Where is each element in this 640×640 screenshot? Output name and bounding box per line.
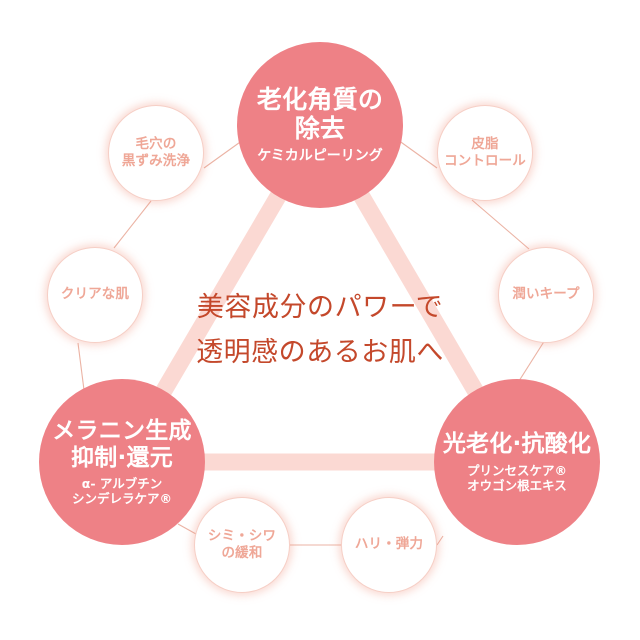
center-message-line2: 透明感のあるお肌へ	[196, 336, 444, 368]
minor-node-firmness-elasticity-line1: ハリ・弾力	[354, 536, 424, 553]
connector-melanin-clear	[77, 342, 85, 391]
minor-node-pore[interactable]: 毛穴の 黒ずみ洗浄	[108, 105, 204, 201]
major-node-melanin-suppression-title-line2: 抑制·還元	[71, 444, 173, 471]
connector-spots-melanin	[177, 523, 197, 535]
minor-node-sebum[interactable]: 皮脂 コントロール	[437, 105, 533, 201]
connector-top-sebum	[397, 139, 438, 169]
major-node-keratin-removal-subtitle-line1: ケミカルピーリング	[257, 148, 383, 165]
minor-node-spots-wrinkles[interactable]: シミ・シワ の緩和	[194, 497, 290, 593]
connector-clear-pore	[113, 200, 152, 249]
major-node-photoaging-antioxidant-subtitle-line2: オウゴン根エキス	[467, 477, 567, 493]
major-node-melanin-suppression-subtitle-line1: α- アルブチン	[81, 476, 163, 492]
minor-node-clear-skin-line1: クリアな肌	[60, 286, 130, 303]
connector-sebum-moist	[471, 199, 530, 250]
major-node-keratin-removal-title-line1: 老化角質の	[256, 85, 384, 115]
minor-node-firmness-elasticity[interactable]: ハリ・弾力	[341, 497, 437, 593]
minor-node-moisture-keep[interactable]: 潤いキープ	[498, 247, 594, 343]
minor-node-moisture-keep-line1: 潤いキープ	[512, 286, 580, 303]
major-node-photoaging-antioxidant-subtitle-line1: プリンセスケア®	[466, 462, 567, 478]
major-node-melanin-suppression-subtitle-line2: シンデレラケア®	[71, 491, 172, 507]
minor-node-pore-line2: 黒ずみ洗浄	[121, 153, 191, 169]
major-node-keratin-removal-title-line2: 除去	[294, 114, 346, 144]
triangle-band-path	[113, 116, 526, 471]
triangle-band	[113, 116, 526, 471]
minor-node-sebum-line1: 皮脂	[471, 135, 499, 152]
minor-node-spots-wrinkles-line1: シミ・シワ	[207, 527, 277, 544]
connector-photoaging-firm	[436, 535, 444, 546]
minor-node-pore-line1: 毛穴の	[135, 135, 177, 152]
major-node-keratin-removal[interactable]: 老化角質の 除去 ケミカルピーリング	[237, 42, 403, 208]
minor-node-clear-skin[interactable]: クリアな肌	[47, 247, 143, 343]
center-message: 美容成分のパワーで 透明感のあるお肌へ	[120, 286, 520, 375]
major-node-melanin-suppression-title-line1: メラニン生成	[52, 417, 192, 444]
major-node-photoaging-antioxidant-title-line1: 光老化·抗酸化	[442, 431, 592, 458]
minor-node-sebum-line2: コントロール	[444, 153, 526, 169]
center-message-line1: 美容成分のパワーで	[196, 292, 444, 323]
minor-node-spots-wrinkles-line2: の緩和	[221, 545, 263, 561]
ring-connectors	[77, 139, 546, 546]
major-node-photoaging-antioxidant[interactable]: 光老化·抗酸化 プリンセスケア® オウゴン根エキス	[434, 379, 600, 545]
major-node-melanin-suppression[interactable]: メラニン生成 抑制·還元 α- アルブチン シンデレラケア®	[39, 379, 205, 545]
connector-pore-top	[203, 139, 244, 169]
